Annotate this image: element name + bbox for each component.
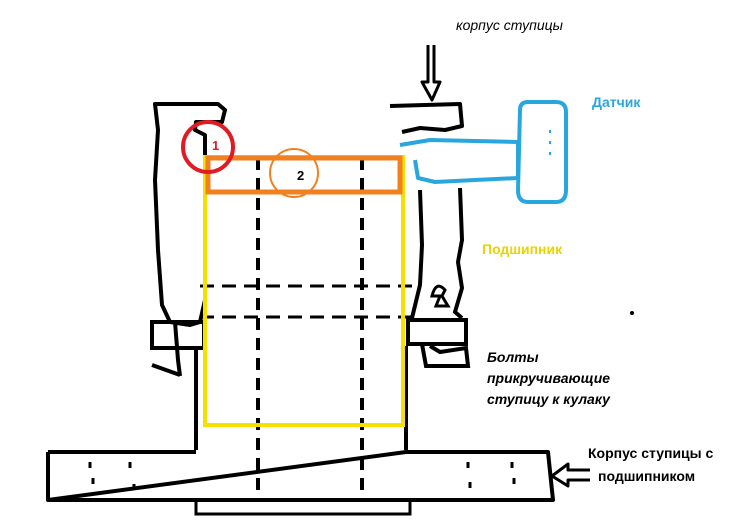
label-hub-with-bearing-line2: подшипником xyxy=(598,468,695,484)
right-bolt-block xyxy=(406,318,468,346)
down-arrow-icon xyxy=(420,45,442,102)
flange-bolt-marks xyxy=(88,462,516,490)
left-arrow-icon xyxy=(550,462,590,488)
marker-2-circle xyxy=(269,148,319,198)
base-plate xyxy=(194,498,412,516)
right-hub-wall xyxy=(389,102,464,134)
ring-outline xyxy=(205,155,403,195)
bearing-outline xyxy=(203,155,405,427)
marker-1-label: 1 xyxy=(212,138,219,153)
label-bearing: Подшипник xyxy=(482,241,563,257)
label-bolts-line3: ступицу к кулаку xyxy=(487,391,611,407)
stray-dot xyxy=(630,311,634,315)
marker-2-label: 2 xyxy=(297,168,304,183)
sensor-head xyxy=(515,100,568,204)
label-sensor: Датчик xyxy=(592,94,641,110)
label-bolts-line1: Болты xyxy=(487,349,539,365)
label-hub-with-bearing-line1: Корпус ступицы с xyxy=(588,445,714,461)
right-wall-key xyxy=(430,284,451,308)
right-hub-wall-outer xyxy=(452,187,465,320)
right-hub-wall-lower xyxy=(410,189,425,319)
sensor-body xyxy=(399,138,520,184)
left-bolt-head xyxy=(151,363,181,377)
label-hub-housing: корпус ступицы xyxy=(456,17,564,33)
bottom-flange xyxy=(46,450,555,502)
marker-1-circle xyxy=(181,120,235,174)
label-bolts-line2: прикручивающие xyxy=(487,370,610,386)
left-hub-wall xyxy=(153,102,227,327)
left-bolt-tail xyxy=(173,321,182,377)
right-bolt-tail xyxy=(420,343,471,368)
